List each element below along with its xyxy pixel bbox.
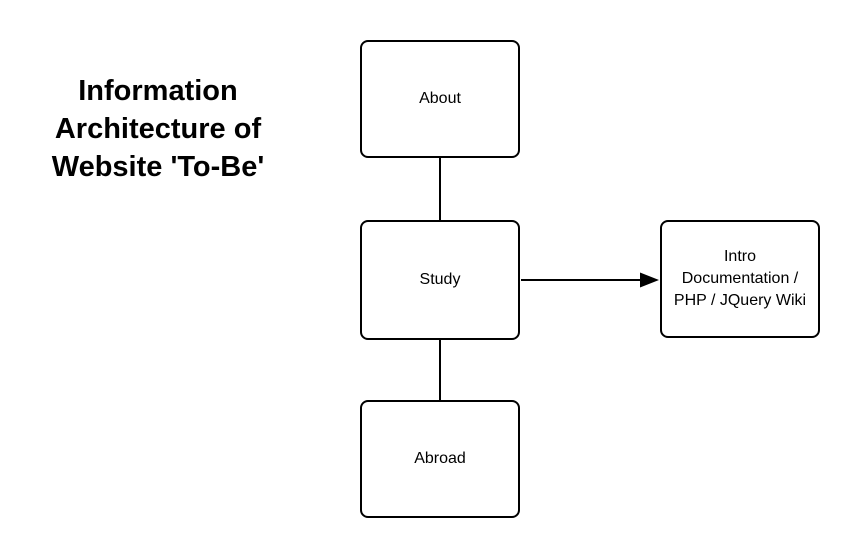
node-wiki-label: Intro Documentation / PHP / JQuery Wiki [673,248,807,309]
node-abroad-label: Abroad [414,450,466,467]
node-study-label: Study [419,271,461,288]
node-about: About [360,40,520,158]
node-study: Study [360,220,520,340]
node-wiki: Intro Documentation / PHP / JQuery Wiki [660,220,820,338]
diagram-title: Information Architecture of Website 'To-… [51,75,265,183]
arrowhead-icon [640,272,659,288]
node-abroad: Abroad [360,400,520,518]
node-about-label: About [419,90,461,107]
